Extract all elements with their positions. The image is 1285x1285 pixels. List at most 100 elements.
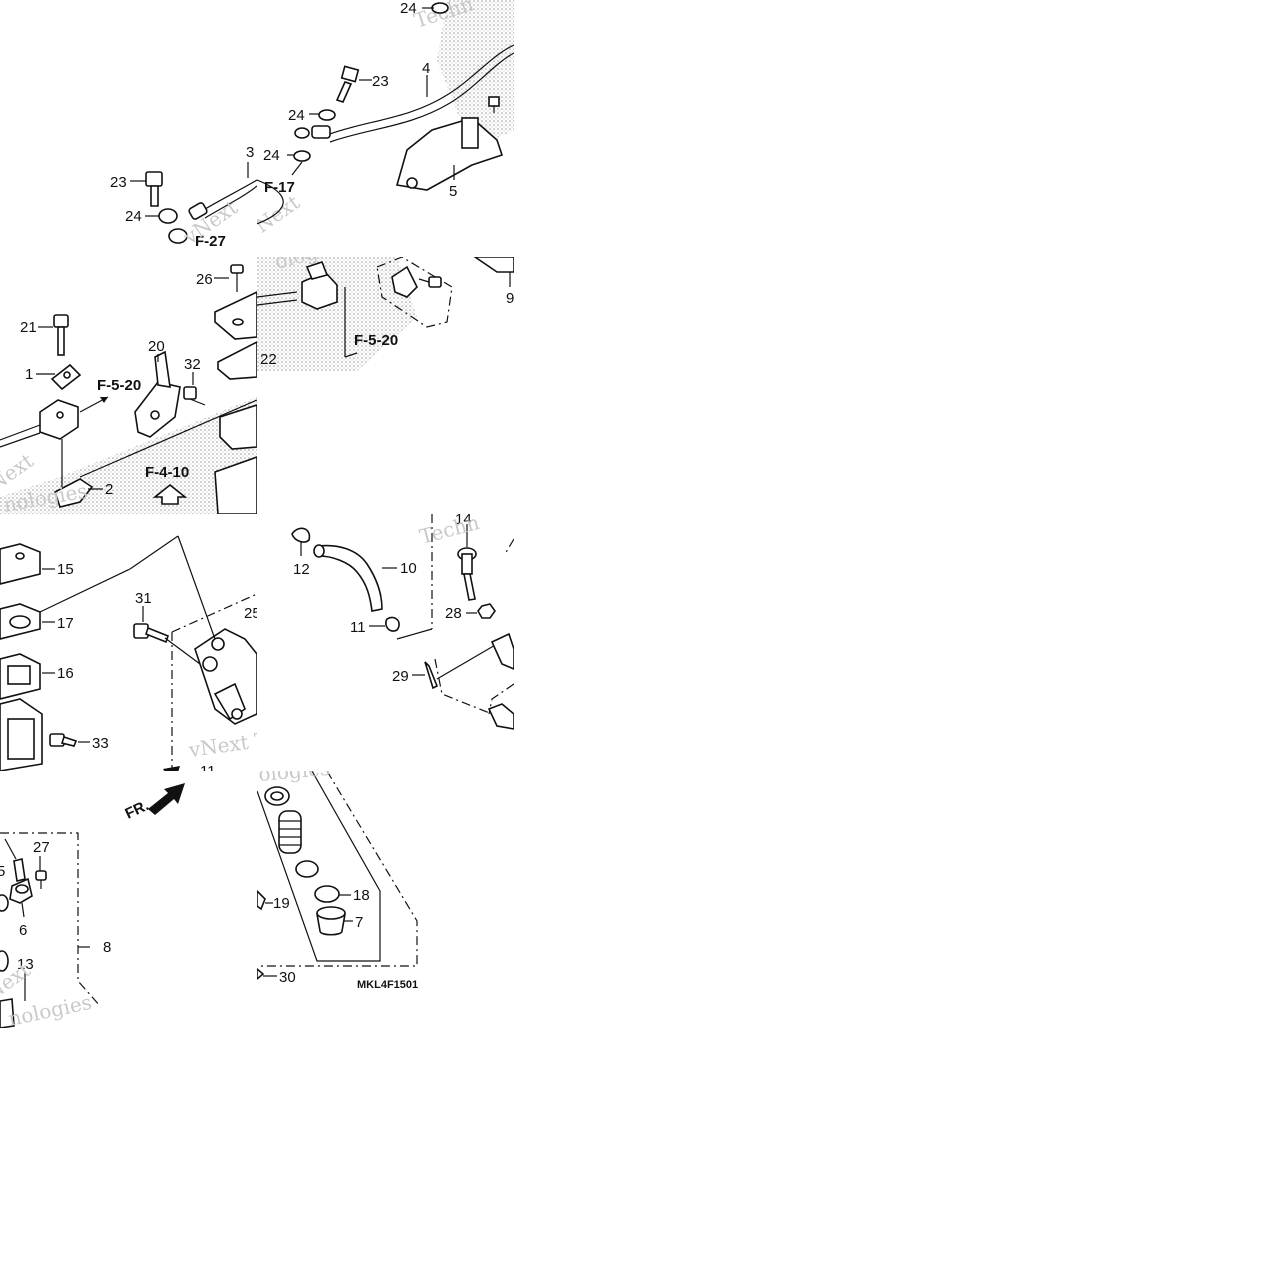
callout-11: 11 (200, 763, 216, 771)
cotter-pin-29 (424, 661, 439, 690)
diagram-tile-top-left: 23 24 3 F-27 vNext (0, 0, 257, 257)
cup (295, 860, 319, 878)
callout-24: 24 (288, 107, 305, 124)
callout-24: 24 (125, 208, 142, 225)
bolt (488, 96, 500, 113)
callout-10: 10 (400, 560, 417, 577)
front-arrow-icon (148, 783, 185, 815)
callout-28: 28 (445, 605, 462, 622)
watermark: nologies (6, 990, 94, 1028)
callout-9: 9 (506, 290, 514, 307)
callout-7: 7 (355, 914, 363, 931)
callout-26: 26 (196, 271, 213, 288)
hose-joint (39, 399, 79, 440)
callout-33: 33 (92, 735, 109, 752)
ref-f-5-20: F-5-20 (97, 377, 141, 394)
callout-27: 27 (33, 839, 50, 856)
diagram-tile-bottom-left: 5 27 6 8 13 Next nologies (0, 831, 257, 1028)
clip (391, 265, 418, 298)
callout-25: 25 (244, 605, 257, 622)
diagram-code: MKL4F1501 (357, 979, 418, 991)
watermark: vNext Te (186, 726, 257, 762)
callout-16: 16 (57, 665, 74, 682)
ref-f-27: F-27 (195, 233, 226, 250)
boot (0, 950, 9, 972)
callout-24: 24 (400, 0, 417, 17)
diagram-tile-middle: 9 22 F-5-20 ologies (257, 257, 514, 371)
hose-clip-11 (385, 616, 400, 632)
callout-31: 31 (135, 590, 152, 607)
bolt-21 (53, 314, 69, 356)
part-19 (257, 889, 266, 911)
part-30 (257, 967, 265, 981)
callout-24: 24 (263, 147, 280, 164)
sealing-washer-24 (158, 208, 178, 224)
front-direction-label: FR. (123, 797, 152, 823)
callout-32: 32 (184, 356, 201, 373)
lever-pivot (490, 632, 514, 670)
callout-14: 14 (455, 514, 472, 528)
callout-17: 17 (57, 615, 74, 632)
detail-outline-8 (0, 832, 101, 1007)
brake-hose-4 (326, 44, 514, 136)
banjo-fitting (294, 127, 310, 139)
watermark: Techn (417, 514, 482, 549)
detail-outline (376, 257, 453, 328)
screw-26 (230, 264, 244, 292)
ref-f-5-20: F-5-20 (354, 332, 398, 349)
screw-27 (35, 870, 47, 889)
diagram-tile-lower-left: 15 17 31 16 33 25 11 FR. vNext Te (0, 514, 257, 771)
diagram-tile-fr: FR. (0, 771, 257, 831)
hose-fitting (311, 125, 331, 139)
callout-19: 19 (273, 895, 290, 912)
diagram-tile-lower-middle: 14 12 10 28 11 29 Techn (257, 514, 514, 771)
hose-clip-12 (291, 527, 311, 543)
hose-clamp-2 (54, 478, 94, 508)
reservoir-cap-15 (0, 543, 41, 585)
bolt (418, 276, 442, 288)
direction-arrow-icon (152, 483, 188, 505)
spring-13 (0, 998, 15, 1028)
reservoir-diaphragm (219, 404, 257, 450)
callout-3: 3 (246, 144, 254, 161)
callout-15: 15 (57, 561, 74, 578)
reservoir-body (214, 456, 257, 514)
callout-30: 30 (279, 969, 296, 986)
callout-18: 18 (353, 887, 370, 904)
bolt-31 (133, 623, 169, 644)
part-9 (473, 257, 514, 273)
brake-hose (257, 291, 298, 298)
banjo-bolt-23 (145, 171, 163, 207)
callout-5: 5 (0, 863, 5, 880)
callout-4: 4 (422, 60, 430, 77)
callout-29: 29 (392, 668, 409, 685)
reservoir-cap (214, 291, 257, 340)
ref-f-17: F-17 (264, 179, 295, 196)
callout-2: 2 (105, 481, 113, 498)
sealing-washer-24 (431, 2, 449, 14)
front-direction-arrow-icon (163, 766, 180, 771)
callout-20: 20 (148, 338, 165, 355)
reservoir-plate (217, 341, 257, 380)
diagram-tile-middle-left: 26 21 1 20 32 2 F-5-20 F-4-10 Next nolog… (0, 257, 257, 514)
shading-region (437, 0, 514, 150)
sealing-washer-24 (293, 150, 311, 162)
hose-fitting (188, 202, 208, 220)
lever-bracket (487, 703, 514, 730)
detail-outline (171, 593, 257, 769)
spring (278, 810, 302, 854)
callout-1: 1 (25, 366, 33, 383)
bolt-33 (49, 733, 78, 747)
snap-ring-18 (314, 885, 340, 903)
callout-12: 12 (293, 561, 310, 578)
callout-23: 23 (372, 73, 389, 90)
watermark: vNext (257, 190, 304, 245)
inner-outline (257, 771, 381, 962)
detail-outline (257, 771, 418, 967)
callout-8: 8 (103, 939, 111, 956)
diagram-tile-top: Techn vNext (257, 0, 514, 257)
push-rod-14 (457, 547, 477, 601)
banjo-fitting (168, 228, 188, 244)
reservoir-hose-10 (318, 544, 383, 612)
banjo-bolt-23 (335, 65, 360, 103)
